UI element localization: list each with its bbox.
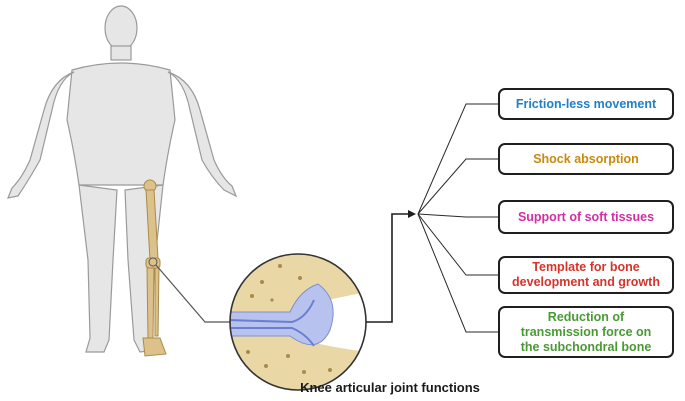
diagram-caption: Knee articular joint functions	[290, 380, 490, 395]
function-label-4: Template for bone development and growth	[512, 260, 660, 290]
function-box-3: Support of soft tissues	[498, 200, 674, 234]
function-label-1: Friction-less movement	[516, 97, 656, 112]
fan-line-5	[418, 214, 498, 332]
function-label-3: Support of soft tissues	[518, 210, 654, 225]
function-label-5: Reduction of transmission force on the s…	[521, 310, 652, 355]
hub-arrowhead	[408, 210, 416, 218]
hub-connector-line	[366, 214, 412, 322]
function-box-1: Friction-less movement	[498, 88, 674, 120]
human-body-figure	[8, 6, 236, 352]
function-box-2: Shock absorption	[498, 143, 674, 175]
fan-lines	[418, 104, 498, 332]
function-label-2: Shock absorption	[533, 152, 639, 167]
knee-cross-section	[228, 252, 368, 392]
function-box-5: Reduction of transmission force on the s…	[498, 306, 674, 358]
fan-line-3	[418, 214, 498, 217]
function-box-4: Template for bone development and growth	[498, 256, 674, 294]
